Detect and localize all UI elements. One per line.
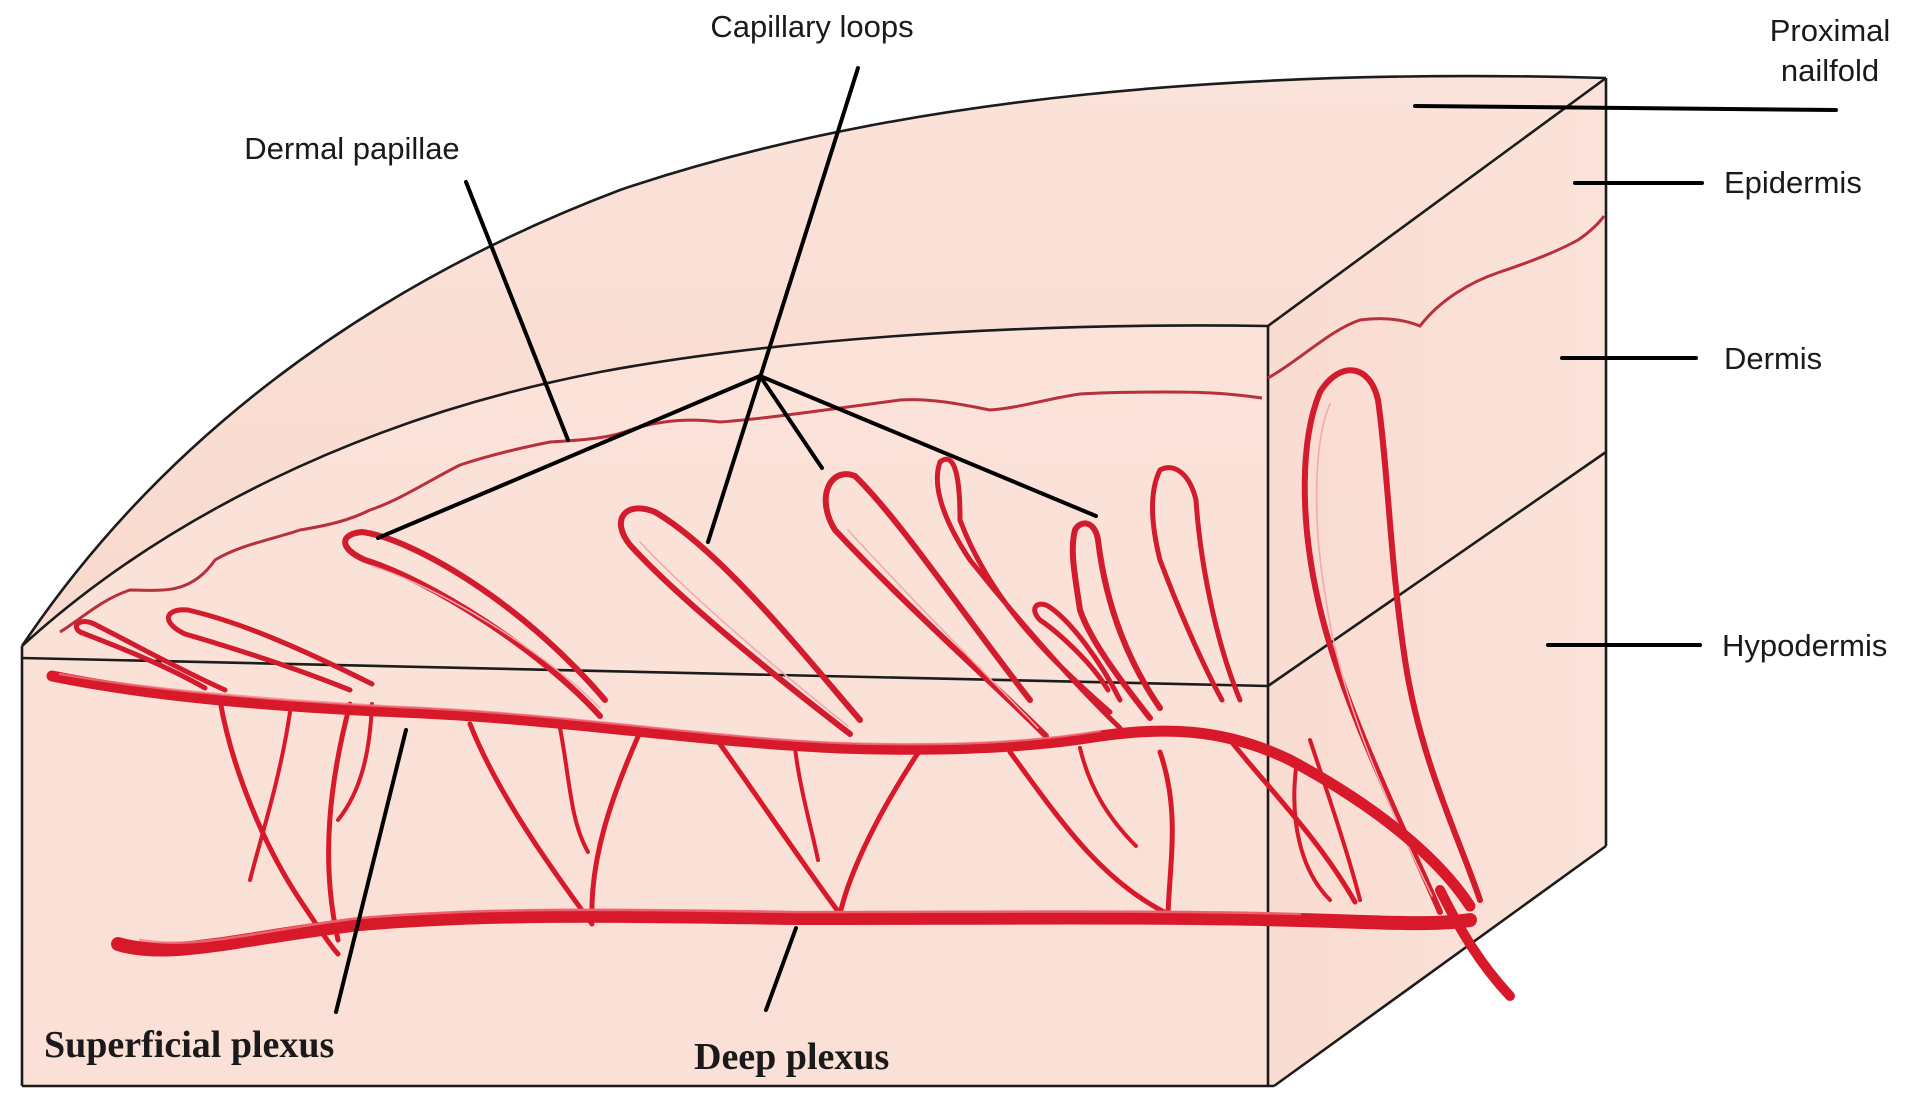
capillary-loops-label: Capillary loops	[710, 9, 913, 44]
proximal-nailfold-label-line2: nailfold	[1781, 53, 1879, 88]
proximal-nailfold-label-line1: Proximal	[1770, 13, 1891, 48]
deep-plexus-label: Deep plexus	[694, 1036, 889, 1078]
epidermis-label: Epidermis	[1724, 165, 1862, 200]
dermal-papillae-label: Dermal papillae	[244, 131, 459, 166]
superficial-plexus-label: Superficial plexus	[44, 1024, 334, 1066]
dermis-label: Dermis	[1724, 341, 1822, 376]
hypodermis-label: Hypodermis	[1722, 628, 1887, 663]
